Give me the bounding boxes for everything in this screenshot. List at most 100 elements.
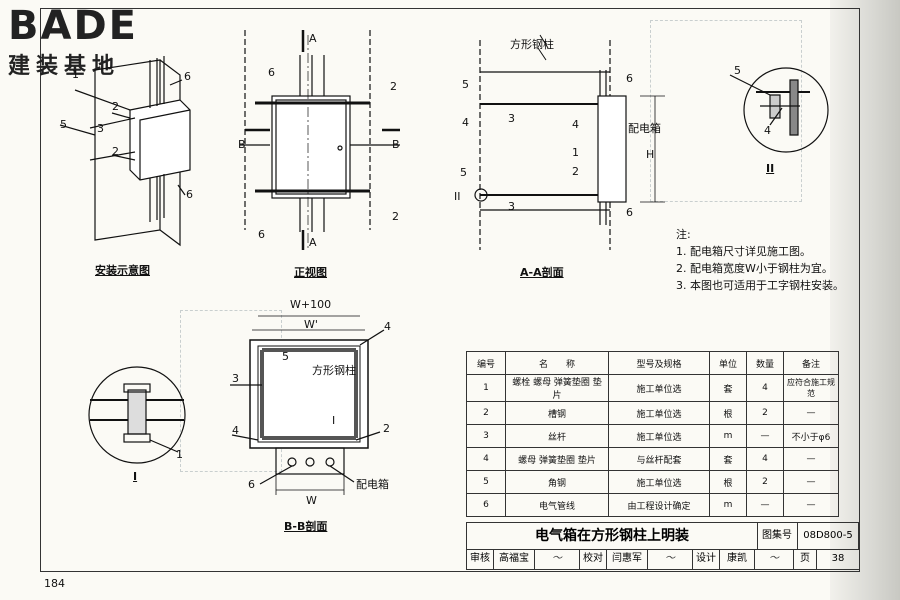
col-header: 编号 <box>466 351 506 375</box>
review-label: 审核 <box>467 549 494 569</box>
callout-4: 4 <box>232 424 239 437</box>
cell: 4 <box>746 447 784 471</box>
bleed-through-lines <box>650 20 802 202</box>
dim-wprime-label: W' <box>304 318 318 331</box>
col-header: 单位 <box>709 351 747 375</box>
cell: — <box>783 470 839 494</box>
callout-2: 2 <box>112 145 119 158</box>
atlas-label: 图集号 <box>757 522 798 550</box>
col-header: 数量 <box>746 351 784 375</box>
cell: 5 <box>466 470 506 494</box>
section-b-left: B <box>238 138 246 151</box>
brand-subtitle: 建装基地 <box>8 54 121 79</box>
callout-2: 2 <box>392 210 399 223</box>
cell: — <box>746 493 784 517</box>
title-block: 电气箱在方形钢柱上明装 图集号 08D800-5 审核 高福宝 〜 校对 闫惠军… <box>466 522 860 570</box>
cell: 施工单位选 <box>608 374 710 402</box>
cell: 电气管线 <box>505 493 609 517</box>
cell: 丝杆 <box>505 424 609 448</box>
table-header-row: 编号 名 称 型号及规格 单位 数量 备注 <box>466 351 839 375</box>
callout-1: 1 <box>572 146 579 159</box>
bb-section-drawing <box>230 315 385 495</box>
dist-box-label-bb: 配电箱 <box>356 478 389 491</box>
callout-5: 5 <box>460 166 467 179</box>
cell: — <box>746 424 784 448</box>
cell: — <box>783 401 839 425</box>
design-label: 设计 <box>693 549 720 569</box>
cell: m <box>709 424 747 448</box>
cell: 螺栓 螺母 弹簧垫圈 垫片 <box>505 374 609 402</box>
cell: 2 <box>466 401 506 425</box>
cell: 应符合施工规范 <box>783 374 839 402</box>
cell: 2 <box>746 470 784 494</box>
callout-3: 3 <box>97 122 104 135</box>
atlas-number: 08D800-5 <box>798 522 859 550</box>
notes-block: 注: 1. 配电箱尺寸详见施工图。 2. 配电箱宽度W小于钢柱为宜。 3. 本图… <box>676 226 844 294</box>
cell: 不小于φ6 <box>783 424 839 448</box>
callout-6: 6 <box>268 66 275 79</box>
section-b-right: B <box>392 138 400 151</box>
callout-4: 4 <box>384 320 391 333</box>
checker-signature: 〜 <box>648 549 693 569</box>
callout-5: 5 <box>462 78 469 91</box>
drawing-title: 电气箱在方形钢柱上明装 <box>466 522 758 550</box>
note-item: 2. 配电箱宽度W小于钢柱为宜。 <box>676 262 833 275</box>
callout-6: 6 <box>626 72 633 85</box>
page-label: 页 <box>794 549 817 569</box>
front-view-caption: 正视图 <box>294 266 327 279</box>
callout-5: 5 <box>734 64 741 77</box>
aa-section-caption: A-A剖面 <box>520 266 564 279</box>
cell: 施工单位选 <box>608 401 710 425</box>
steel-column-label: 方形钢柱 <box>510 38 554 51</box>
cell: 施工单位选 <box>608 470 710 494</box>
cell: 与丝杆配套 <box>608 447 710 471</box>
detail-ii-drawing <box>729 67 829 153</box>
roman-ii-label: II <box>454 190 461 203</box>
cell: m <box>709 493 747 517</box>
callout-5: 5 <box>60 118 67 131</box>
cell: — <box>783 493 839 517</box>
cell: 6 <box>466 493 506 517</box>
roman-i-label: I <box>332 414 336 427</box>
section-a-top: A <box>309 32 317 45</box>
callout-4: 4 <box>572 118 579 131</box>
cell: 3 <box>466 424 506 448</box>
callout-4: 4 <box>764 124 771 137</box>
note-item: 1. 配电箱尺寸详见施工图。 <box>676 245 811 258</box>
cell: 槽钢 <box>505 401 609 425</box>
note-item: 3. 本图也可适用于工字钢柱安装。 <box>676 279 844 292</box>
install-view-drawing <box>59 56 191 247</box>
reviewer-name: 高福宝 <box>494 549 535 569</box>
section-a-bottom: A <box>309 236 317 249</box>
signature-row: 审核 高福宝 〜 校对 闫惠军 〜 设计 康凯 〜 页 38 <box>466 549 860 570</box>
cell: 4 <box>466 447 506 471</box>
checker-name: 闫惠军 <box>607 549 648 569</box>
callout-1: 1 <box>176 448 183 461</box>
detail-ii-caption: II <box>766 162 775 175</box>
callout-1: 1 <box>72 68 79 81</box>
callout-2: 2 <box>383 422 390 435</box>
aa-section-drawing <box>474 34 665 250</box>
cell: 套 <box>709 447 747 471</box>
install-view-caption: 安装示意图 <box>95 264 150 277</box>
scan-shadow-edge <box>830 0 900 600</box>
brand-logo: BADE 建装基地 <box>8 4 138 80</box>
callout-2: 2 <box>390 80 397 93</box>
front-view-drawing <box>240 30 400 250</box>
callout-3: 3 <box>508 200 515 213</box>
callout-6: 6 <box>626 206 633 219</box>
callout-4: 4 <box>462 116 469 129</box>
col-header: 备注 <box>783 351 839 375</box>
cell: 角钢 <box>505 470 609 494</box>
cell: 1 <box>466 374 506 402</box>
dim-w100-label: W+100 <box>290 298 332 311</box>
callout-5: 5 <box>282 350 289 363</box>
